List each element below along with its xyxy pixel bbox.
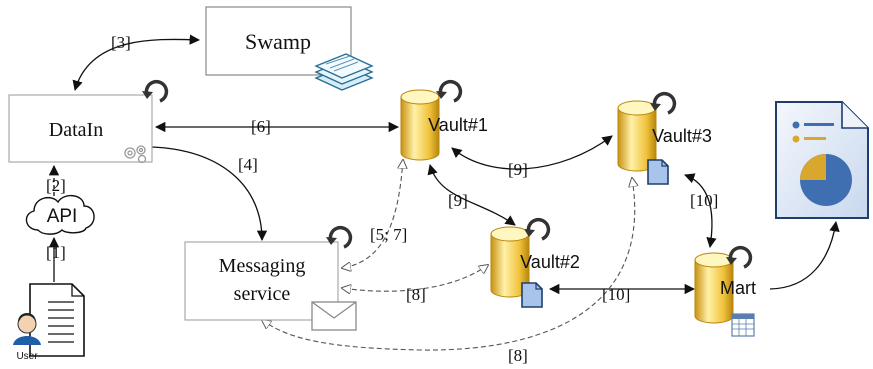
edge-label-1: [1] bbox=[46, 243, 66, 262]
edge-label-4: [4] bbox=[238, 155, 258, 174]
edge-swamp-datain bbox=[72, 34, 201, 91]
mart-label: Mart bbox=[720, 278, 756, 298]
edge-labels: [3] [6] [4] [2] [1] [5; 7] [8] [8] [9] [… bbox=[46, 33, 718, 365]
report-document-icon bbox=[775, 101, 869, 219]
notification-edges bbox=[262, 160, 635, 351]
api-cloud: API bbox=[25, 195, 95, 235]
edge-label-10b: [10] bbox=[602, 285, 630, 304]
user-label: User bbox=[16, 351, 38, 362]
edge-label-2: [2] bbox=[46, 176, 66, 195]
edge-label-8b: [8] bbox=[508, 346, 528, 365]
vault2-node: Vault#2 bbox=[490, 217, 580, 308]
edge-vault1-vault3 bbox=[451, 135, 613, 170]
edge-label-10a: [10] bbox=[690, 191, 718, 210]
messaging-label-line2: service bbox=[234, 283, 291, 305]
vault1-cycle-icon bbox=[434, 79, 463, 103]
edge-vault3-messaging bbox=[262, 178, 635, 351]
messaging-label-line1: Messaging bbox=[219, 255, 306, 277]
mart-node: Mart bbox=[694, 245, 756, 337]
vault3-node: Vault#3 bbox=[617, 91, 712, 185]
datain-node: DataIn bbox=[8, 94, 153, 163]
vault1-label: Vault#1 bbox=[428, 115, 488, 135]
edge-label-3: [3] bbox=[111, 33, 131, 52]
spreadsheet-icon bbox=[731, 313, 755, 337]
edge-vault1-vault2 bbox=[427, 164, 516, 226]
edge-label-8a: [8] bbox=[406, 285, 426, 304]
vault2-label: Vault#2 bbox=[520, 252, 580, 272]
swamp-node: Swamp bbox=[205, 6, 352, 76]
messaging-node: Messaging service bbox=[184, 241, 339, 321]
vault1-node: Vault#1 bbox=[400, 79, 488, 161]
edge-vault1-messaging bbox=[342, 160, 403, 268]
user-document-icon bbox=[29, 283, 85, 357]
edge-mart-report bbox=[769, 220, 840, 290]
paper-stack-icon bbox=[314, 53, 374, 91]
vault3-label: Vault#3 bbox=[652, 126, 712, 146]
vault3-document-icon bbox=[647, 159, 669, 185]
edges bbox=[48, 34, 840, 295]
edge-label-57: [5; 7] bbox=[370, 225, 407, 244]
pie-chart-icon bbox=[800, 154, 852, 206]
edge-datain-messaging bbox=[151, 146, 268, 242]
user-person-icon: User bbox=[13, 313, 41, 362]
envelope-icon bbox=[311, 301, 357, 331]
swamp-label: Swamp bbox=[245, 29, 311, 54]
edge-label-9b: [9] bbox=[448, 191, 468, 210]
vault2-document-icon bbox=[521, 282, 543, 308]
datain-label: DataIn bbox=[49, 119, 103, 141]
edge-label-6: [6] bbox=[251, 117, 271, 136]
edge-vault3-mart bbox=[684, 173, 717, 249]
gears-icon bbox=[124, 145, 147, 164]
edge-label-9a: [9] bbox=[508, 160, 528, 179]
api-label: API bbox=[47, 206, 78, 227]
